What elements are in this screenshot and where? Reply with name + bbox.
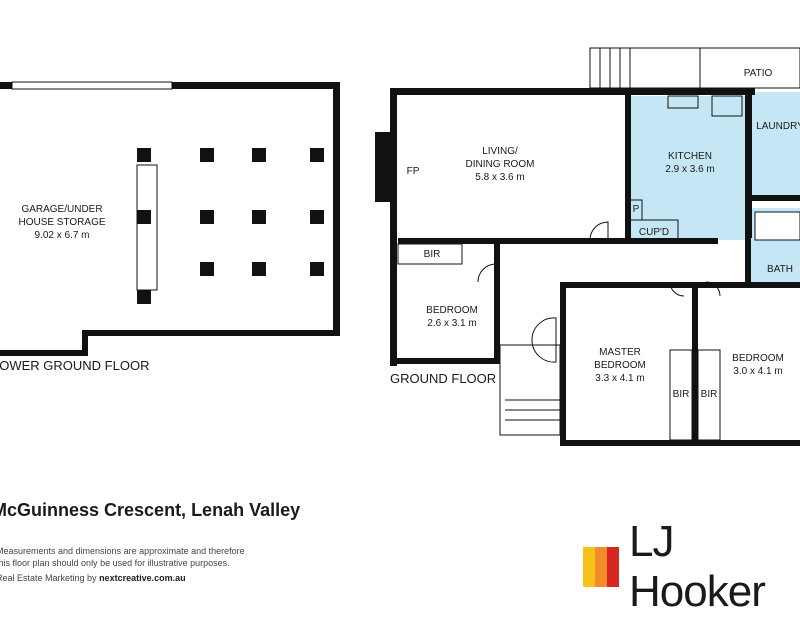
room-size: 9.02 x 6.7 m [34,230,90,241]
room-name: GARAGE/UNDER [21,204,103,215]
bedroom-label: BEDROOM 3.0 x 4.1 m [732,352,784,378]
room-name: HOUSE STORAGE [18,217,106,228]
room-size: 2.6 x 3.1 m [427,318,477,329]
room-name: BEDROOM [732,353,784,364]
bir-label: BIR [700,389,718,400]
property-address: McGuinness Crescent, Lenah Valley [0,500,301,520]
room-size: 3.0 x 4.1 m [733,366,783,377]
disclaimer-line: this floor plan should only be used for … [0,558,230,568]
credit-link[interactable]: nextcreative.com.au [99,573,186,583]
living-label: LIVING/ DINING ROOM 5.8 x 3.6 m [466,145,535,184]
master-bedroom-label: MASTER BEDROOM 3.3 x 4.1 m [594,346,646,385]
room-size: 2.9 x 3.6 m [665,164,715,175]
kitchen-label: KITCHEN 2.9 x 3.6 m [665,150,714,176]
lj-hooker-logo: LJ Hooker [583,517,800,617]
lower-ground-floor-label: LOWER GROUND FLOOR [0,358,150,373]
bath-label: BATH [767,264,793,275]
floor-plan-drawing [0,47,800,446]
room-name: LIVING/ [482,146,518,157]
pantry-label: P [632,204,640,215]
credit-prefix: Real Estate Marketing by [0,573,100,583]
bir-label: BIR [423,249,441,260]
room-size: 3.3 x 4.1 m [595,373,645,384]
room-size: 5.8 x 3.6 m [475,172,525,183]
laundry-label: LAUNDRY [756,121,800,132]
fireplace-label: FP [406,166,420,177]
room-name: BEDROOM [426,305,478,316]
garage-label: GARAGE/UNDER HOUSE STORAGE 9.02 x 6.7 m [18,203,105,242]
kitchen-area [630,96,746,240]
patio-label: PATIO [743,68,773,79]
bir-label: BIR [672,389,690,400]
fixtures [11,47,800,441]
disclaimer: Measurements and dimensions are approxim… [0,545,245,584]
cupboard-label: CUP'D [638,227,670,238]
room-name: BEDROOM [594,360,646,371]
ground-floor-label: GROUND FLOOR [390,371,497,386]
bedroom-label: BEDROOM 2.6 x 3.1 m [426,304,478,330]
laundry-area [752,92,800,196]
credit: Real Estate Marketing by nextcreative.co… [0,572,245,584]
disclaimer-line: Measurements and dimensions are approxim… [0,546,245,556]
room-name: DINING ROOM [465,159,535,170]
room-name: KITCHEN [668,151,712,162]
room-name: MASTER [599,347,641,358]
logo-text: LJ Hooker [629,517,766,616]
logo-mark-icon [583,547,619,587]
